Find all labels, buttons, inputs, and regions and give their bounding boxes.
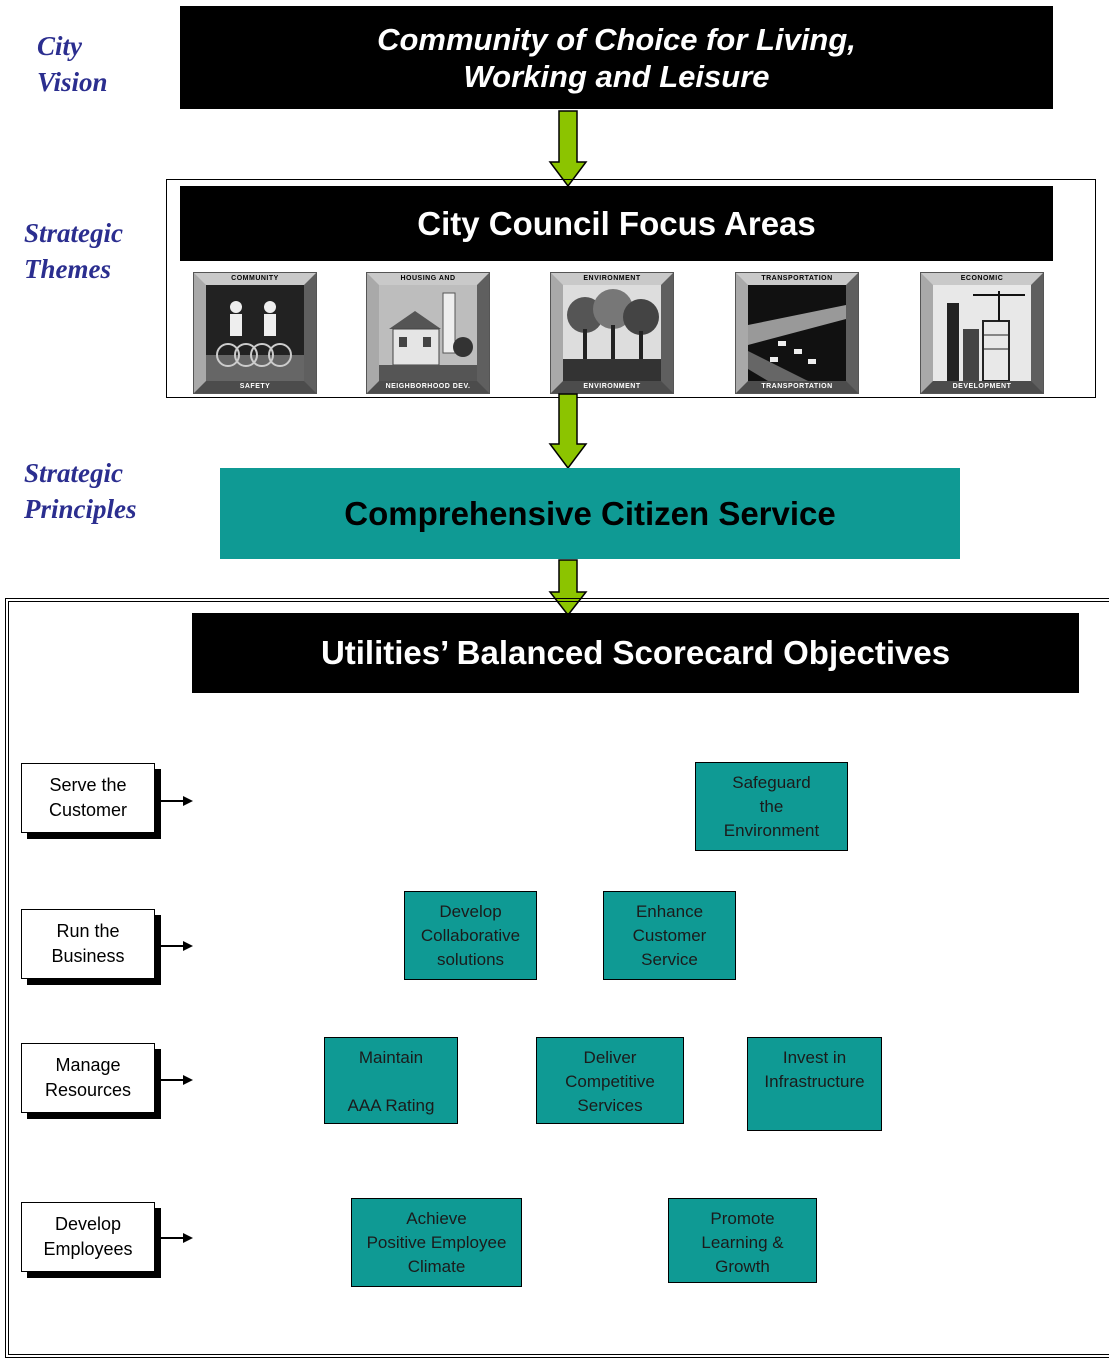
objective-safeguard-environment: Safeguard the Environment [695, 762, 848, 851]
right-arrow-icon [159, 1075, 193, 1085]
focus-tile-top-label: HOUSING AND [400, 275, 456, 282]
perspective-run-business: Run the Business [21, 909, 155, 979]
focus-tile-bottom-label: ENVIRONMENT [583, 383, 641, 390]
objective-collaborative-solutions: Develop Collaborative solutions [404, 891, 537, 980]
trees-icon [563, 285, 661, 381]
focus-tile-bottom-label: DEVELOPMENT [952, 383, 1012, 390]
focus-tile-bottom-label: SAFETY [239, 383, 271, 390]
focus-tile-transportation: TRANSPORTATION TRANSPORTATION [735, 272, 859, 394]
focus-tile-top-label: ECONOMIC [960, 275, 1004, 282]
scorecard-title: Utilities’ Balanced Scorecard Objectives [192, 613, 1079, 693]
objective-employee-climate: Achieve Positive Employee Climate [351, 1198, 522, 1287]
objective-competitive-services: Deliver Competitive Services [536, 1037, 684, 1124]
focus-tile-bottom-label: NEIGHBORHOOD DEV. [385, 383, 471, 390]
perspective-manage-resources: Manage Resources [21, 1043, 155, 1113]
right-arrow-icon [159, 1233, 193, 1243]
focus-tile-bottom-label: TRANSPORTATION [761, 383, 833, 390]
focus-tile-top-label: ENVIRONMENT [583, 275, 641, 282]
strategic-principle-box: Comprehensive Citizen Service [220, 468, 960, 559]
strategic-themes-box [166, 179, 1096, 398]
focus-tile-top-label: COMMUNITY [231, 275, 279, 282]
strategic-themes-label: Strategic Themes [24, 218, 123, 284]
objective-aaa-rating: Maintain AAA Rating [324, 1037, 458, 1124]
house-icon [379, 285, 477, 381]
city-vision-label: City Vision [37, 31, 108, 97]
cyclists-icon [206, 285, 304, 381]
right-arrow-icon [159, 796, 193, 806]
perspective-develop-employees: Develop Employees [21, 1202, 155, 1272]
right-arrow-icon [159, 941, 193, 951]
perspective-serve-customer: Serve the Customer [21, 763, 155, 833]
focus-tile-top-label: TRANSPORTATION [761, 275, 833, 282]
strategic-principles-label: Strategic Principles [24, 458, 137, 524]
down-arrow-icon [548, 110, 588, 188]
focus-tile-housing: HOUSING AND NEIGHBORHOOD DEV. [366, 272, 490, 394]
skyline-icon [933, 285, 1031, 381]
objective-learning-growth: Promote Learning & Growth [668, 1198, 817, 1283]
focus-tile-community-safety: COMMUNITY SAFETY [193, 272, 317, 394]
focus-tile-environment: ENVIRONMENT ENVIRONMENT [550, 272, 674, 394]
highway-icon [748, 285, 846, 381]
down-arrow-icon [548, 393, 588, 470]
focus-tile-economic-development: ECONOMIC DEVELOPMENT [920, 272, 1044, 394]
objective-invest-infrastructure: Invest in Infrastructure [747, 1037, 882, 1131]
objective-customer-service: Enhance Customer Service [603, 891, 736, 980]
focus-areas-title: City Council Focus Areas [180, 186, 1053, 261]
city-vision-bar: Community of Choice for Living, Working … [180, 6, 1053, 109]
